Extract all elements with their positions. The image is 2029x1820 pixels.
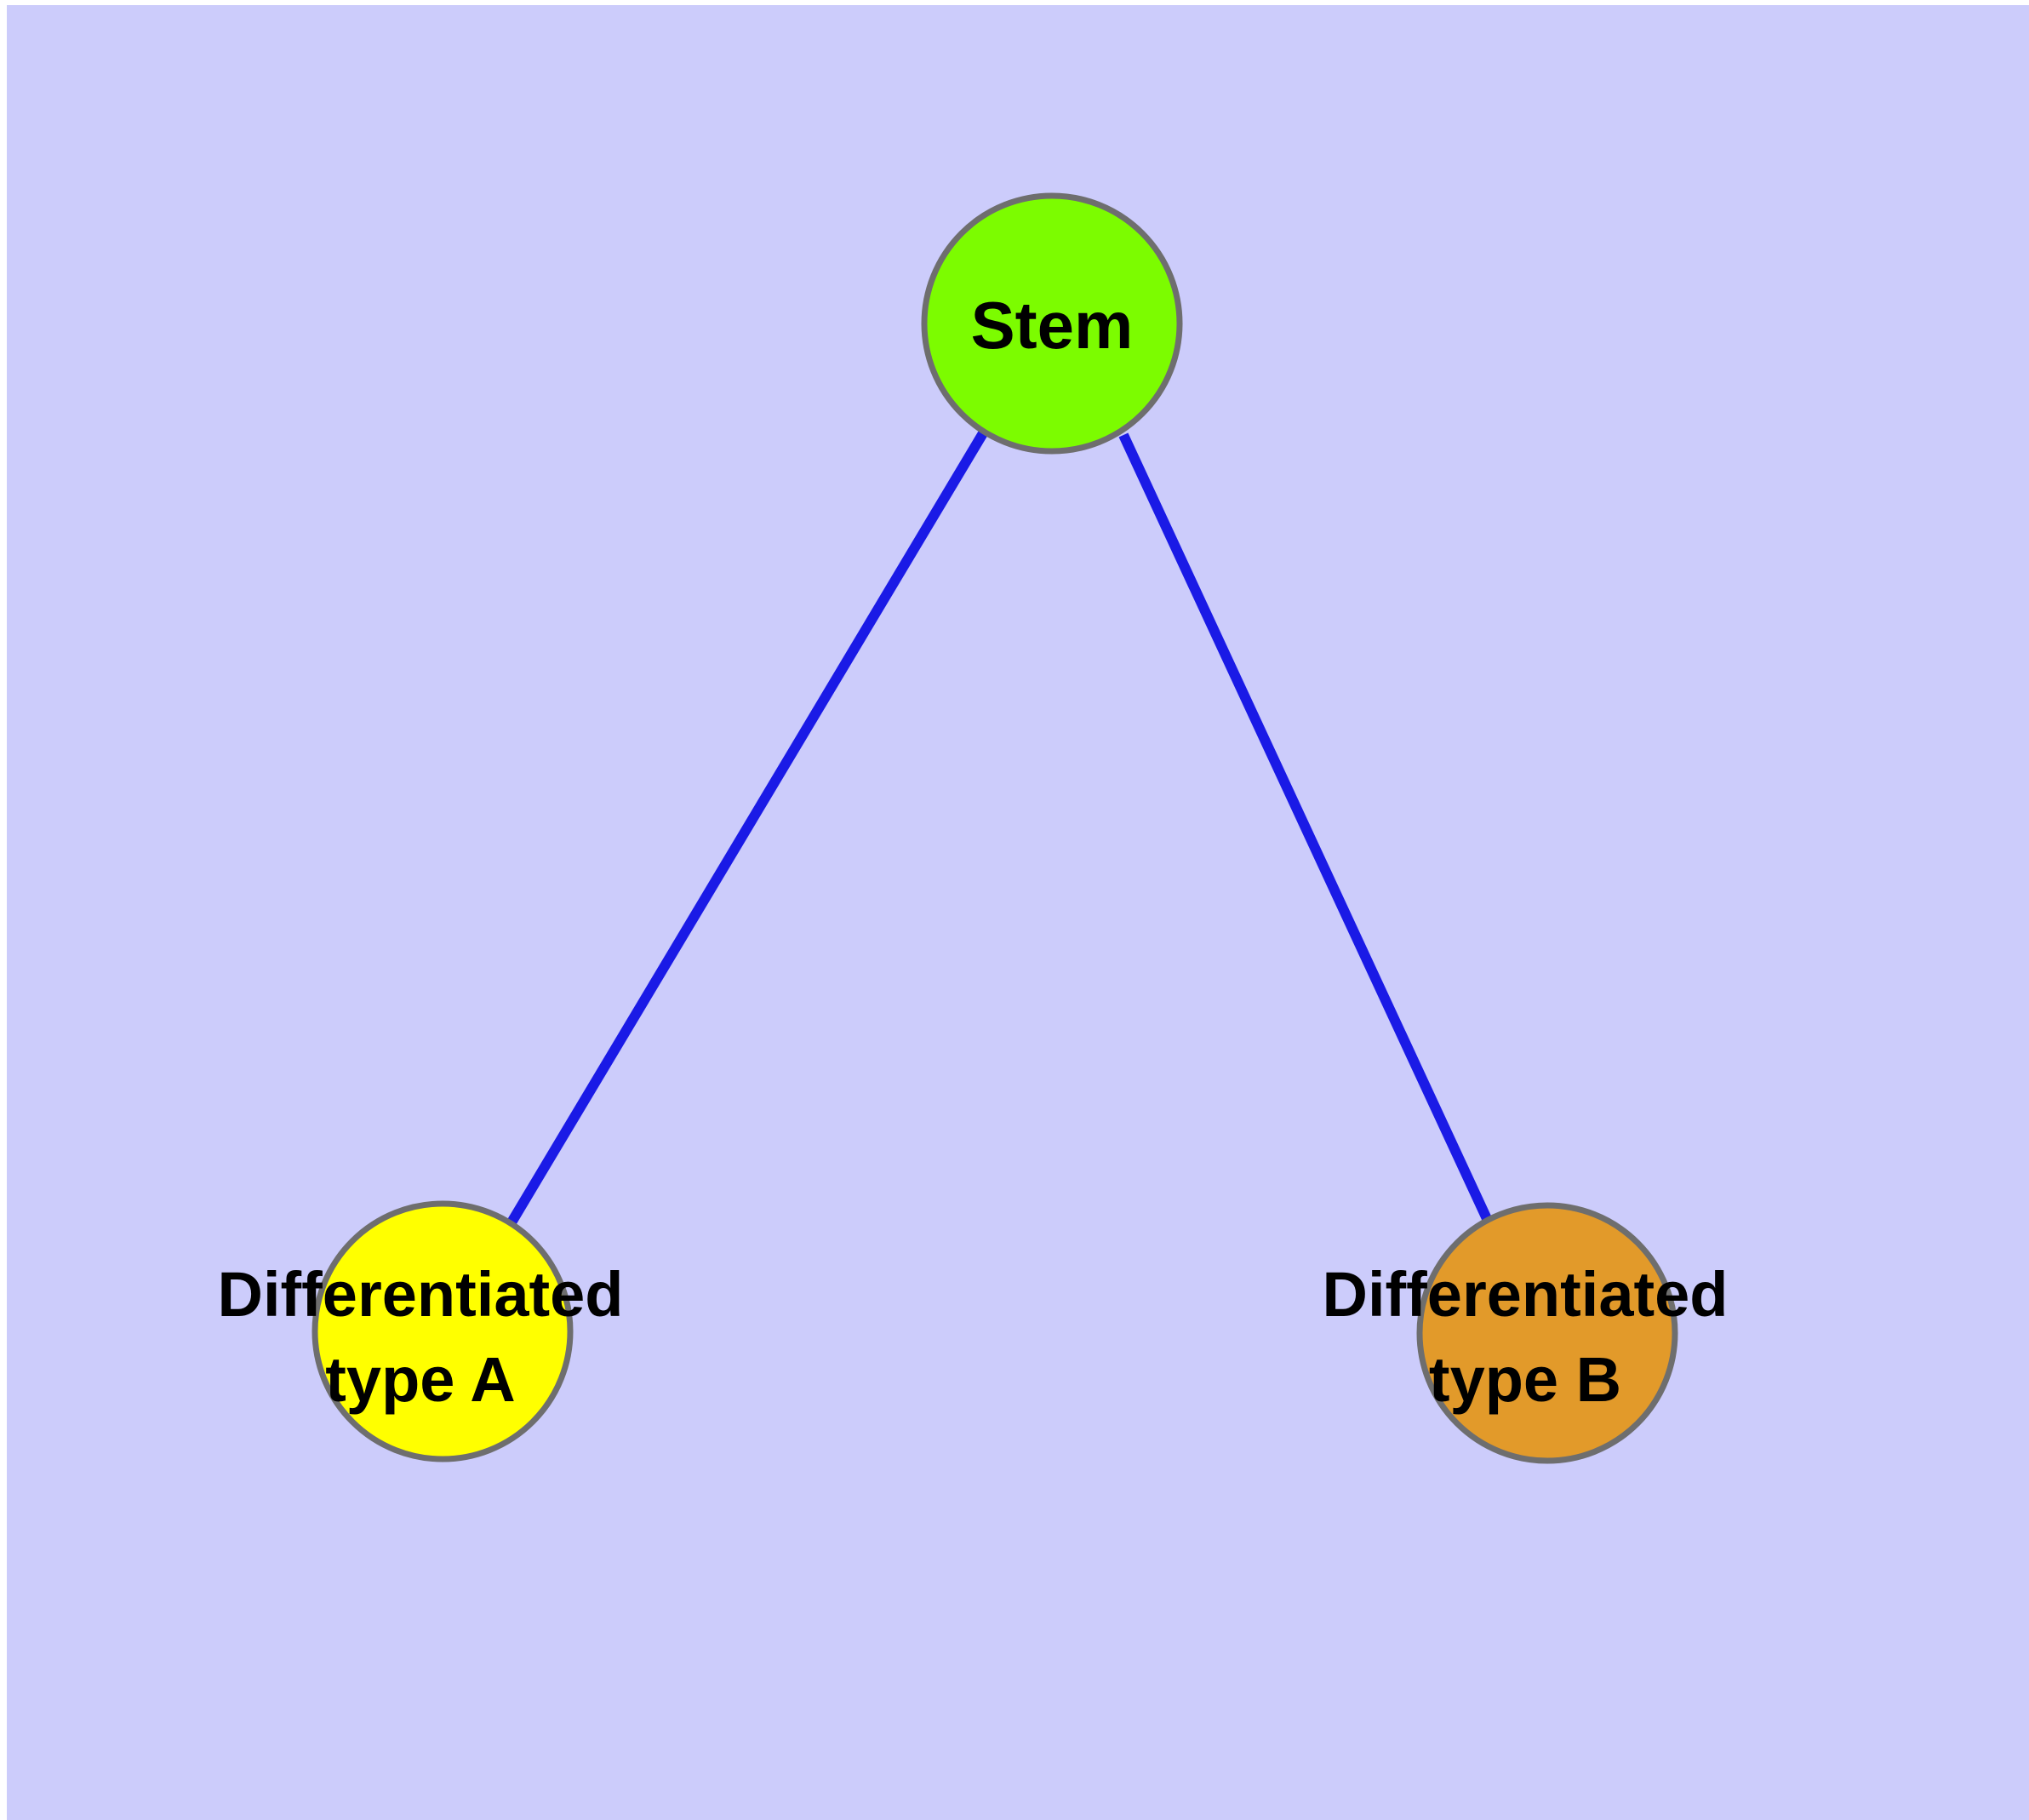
node-differentiated-type-b-circle[interactable] [1416,1202,1678,1464]
node-layer [311,192,1678,1464]
node-differentiated-type-b-label-line-2: type B [1429,1344,1621,1415]
node-differentiated-type-b[interactable] [1416,1202,1678,1464]
edge-stem-to-differentiated-type-b[interactable] [1118,432,1494,1225]
edge-stem-to-differentiated-type-a[interactable] [506,430,988,1226]
node-stem-label: Stem [971,288,1134,363]
node-stem-circle[interactable] [921,192,1183,455]
node-differentiated-type-a-circle[interactable] [311,1200,574,1462]
node-differentiated-type-a[interactable] [311,1200,574,1462]
label-layer: Stem Differentiated type A Differentiate… [218,288,1729,1415]
edge-layer [506,430,1494,1226]
node-differentiated-type-a-label-line-2: type A [325,1344,515,1415]
node-differentiated-type-b-label-line-1: Differentiated [1323,1259,1729,1330]
node-stem[interactable] [921,192,1183,455]
node-differentiated-type-a-label-line-1: Differentiated [218,1259,624,1330]
